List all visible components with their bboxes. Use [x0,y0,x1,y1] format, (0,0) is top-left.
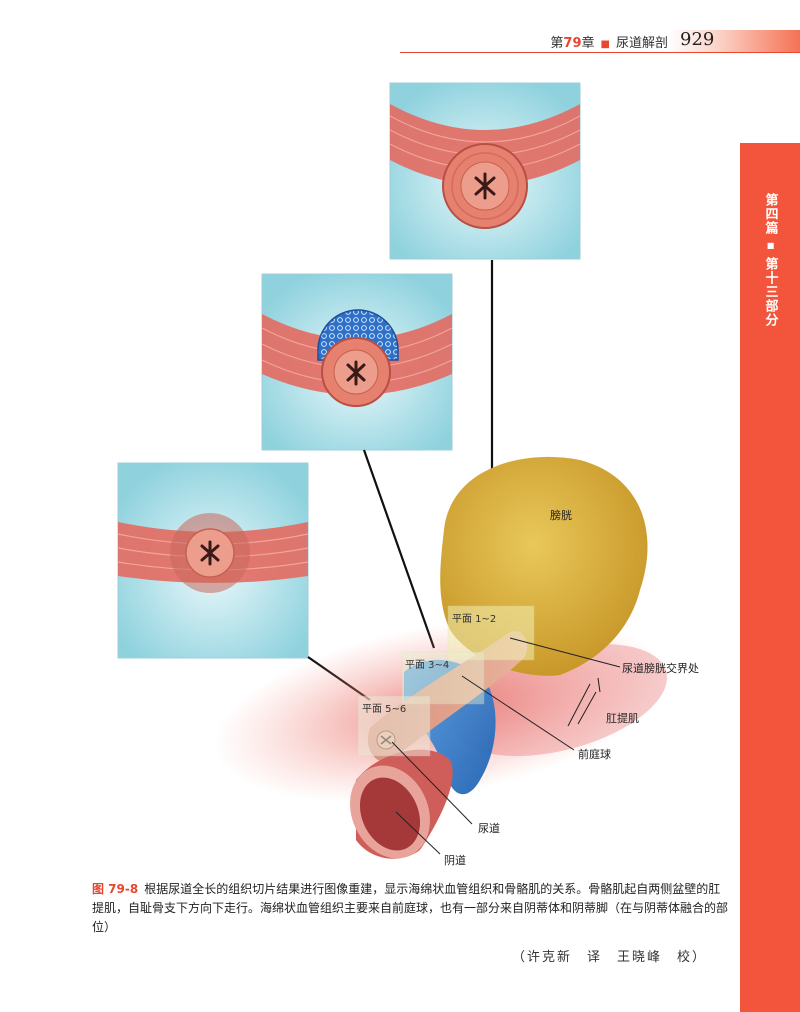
chapter-prefix: 第 [550,36,564,51]
label-levator: 肛提肌 [606,712,639,725]
caption-text: 根据尿道全长的组织切片结果进行图像重建，显示海绵状血管组织和骨骼肌的关系。骨骼肌… [92,882,729,934]
label-junction: 尿道膀胱交界处 [622,662,699,675]
header-rule [400,52,800,53]
side-tab-text: 第四篇 ■ 第十三部分 [740,193,800,327]
leader-vagina [395,811,441,855]
cross-section-panel-2 [261,273,453,451]
plane-box-3 [357,695,431,757]
side-tab: 第四篇 ■ 第十三部分 [740,143,800,1012]
leader-levator [567,677,601,727]
side-tab-section: 第十三部分 [762,257,778,327]
anatomy-figure: 平面 1~2 平面 3~4 平面 5~6 膀胱 尿道膀胱交界处 肛提肌 前庭球 … [0,60,740,880]
plane-box-2 [401,651,485,705]
translation-credit: （许克新 译 王晓峰 校） [512,950,708,965]
chapter-title: 第79章 ■ 尿道解剖 [550,32,668,51]
page-header: 第79章 ■ 尿道解剖 929 [0,29,800,52]
leader-bulb [461,675,575,751]
bullet-icon: ■ [766,241,775,251]
main-anatomy [213,456,668,859]
leader-urethra [391,741,473,825]
plane-box-1 [447,605,535,661]
cross-section-panel-3 [117,462,309,659]
chapter-suffix: 章 [581,36,595,51]
pointer-line-2 [362,449,436,649]
plane-label-3: 平面 5~6 [362,704,407,715]
bullet-icon: ■ [600,39,610,50]
chapter-number: 79 [563,36,582,51]
figure-number: 图 79-8 [92,882,139,896]
chapter-name: 尿道解剖 [615,36,668,51]
label-urethra: 尿道 [478,822,500,835]
page-number-bar [668,30,800,52]
label-vagina: 阴道 [444,854,466,867]
side-tab-part: 第四篇 [762,193,778,235]
label-bladder: 膀胱 [550,509,572,522]
leader-junction [509,637,621,668]
cross-section-panel-1 [389,82,581,260]
plane-label-1: 平面 1~2 [452,614,497,625]
figure-illustration [117,82,668,859]
page-number: 929 [680,29,715,50]
label-bulb: 前庭球 [578,748,611,761]
plane-label-2: 平面 3~4 [405,660,450,671]
